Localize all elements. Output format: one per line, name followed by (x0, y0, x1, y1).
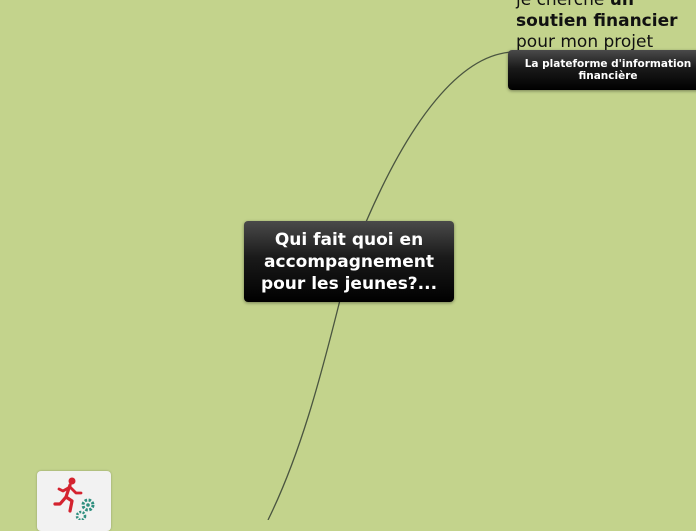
connector-bottom (267, 299, 341, 520)
platform-node[interactable]: La plateforme d'information financière (508, 50, 696, 90)
running-person-gears-icon (53, 477, 95, 520)
connector-top (365, 51, 513, 223)
topic-text-line-1-bold: un (609, 0, 634, 10)
topic-text-line-1: je cherche un (516, 0, 678, 11)
platform-node-label: La plateforme d'information financière (524, 58, 692, 82)
central-topic-label: Qui fait quoi en accompagnement pour les… (260, 229, 438, 294)
topic-text-line-3: pour mon projet (516, 32, 654, 52)
topic-financial-support-text[interactable]: je cherche un soutien financier pour mon… (516, 0, 678, 53)
central-topic[interactable]: Qui fait quoi en accompagnement pour les… (244, 221, 454, 302)
mindmap-canvas (267, 51, 513, 520)
topic-text-line-1-regular: je cherche (516, 0, 610, 10)
topic-text-line-2: soutien financier (516, 11, 678, 31)
icon-node[interactable] (37, 471, 111, 531)
